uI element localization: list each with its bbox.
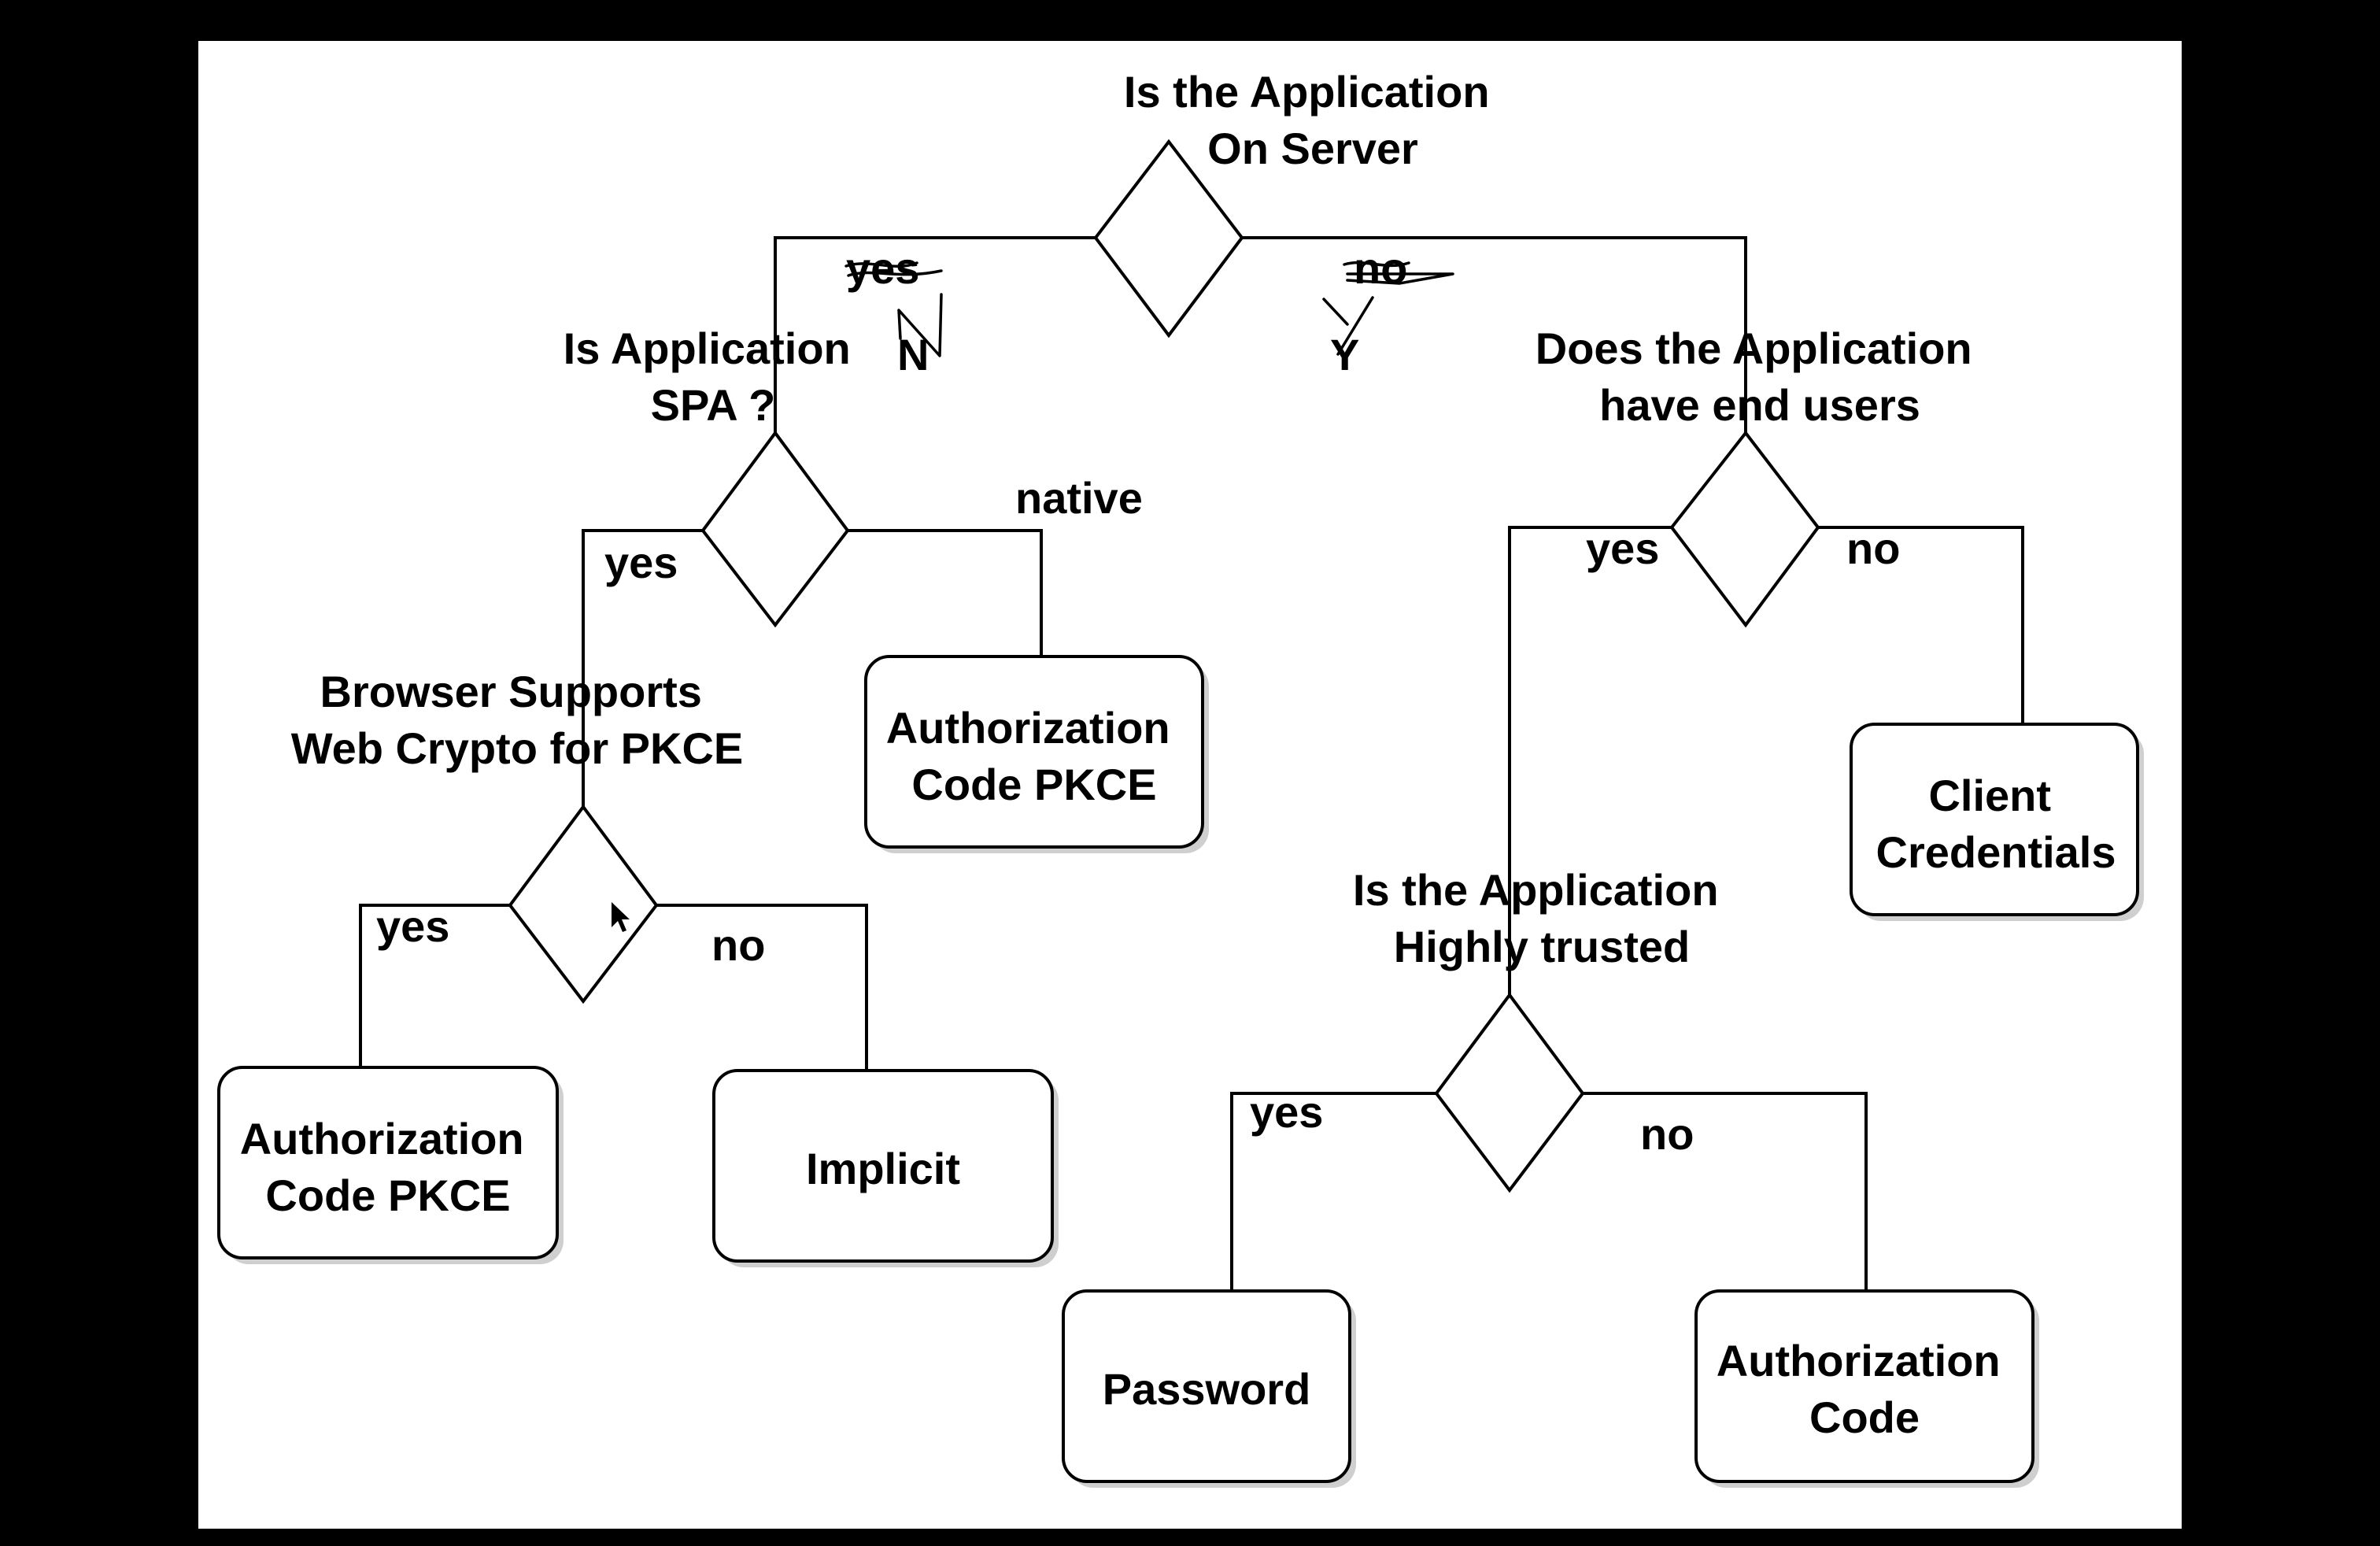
outcome-crypto-yes-result: Authorization Code PKCE <box>240 1114 536 1220</box>
box-password <box>1062 1289 1351 1483</box>
edge-crypto-no <box>656 904 868 1071</box>
edge-label-server-no-struck: no <box>1354 243 1407 293</box>
edge-label-trusted-no: no <box>1640 1109 1694 1159</box>
mouse-cursor-icon <box>612 902 630 932</box>
edge-users-no <box>1818 526 2024 724</box>
edge-label-users-yes: yes <box>1586 523 1659 573</box>
question-labels: Is the Application On Server Is Applicat… <box>291 67 1984 971</box>
edge-label-users-no: no <box>1846 523 1900 573</box>
edge-label-spa-yes: yes <box>604 538 678 587</box>
diamond-web-crypto <box>508 804 659 1004</box>
handwritten-n: N <box>897 330 929 379</box>
edge-trusted-yes <box>1230 1092 1436 1291</box>
diamond-on-server <box>1093 139 1244 338</box>
question-web-crypto: Browser Supports Web Crypto for PKCE <box>291 667 744 773</box>
edge-spa-native <box>848 529 1043 656</box>
edge-label-spa-native: native <box>1015 473 1143 523</box>
box-crypto-yes-result <box>217 1066 559 1259</box>
edge-label-server-yes-struck: yes <box>846 243 919 293</box>
decision-nodes <box>508 139 1820 1193</box>
outcome-client-credentials: Client Credentials <box>1876 771 2116 877</box>
edge-root-left <box>774 236 1096 433</box>
strike-no-scribble <box>1343 261 1454 285</box>
edge-crypto-yes <box>359 904 510 1067</box>
edges <box>359 236 2024 1291</box>
edge-label-crypto-no: no <box>711 920 765 970</box>
handwritten-y: Y <box>1330 330 1359 379</box>
edge-label-trusted-yes: yes <box>1250 1087 1323 1137</box>
outcome-authorization-code: Authorization Code <box>1717 1336 2012 1442</box>
handwritten-y-glyph <box>1322 296 1374 356</box>
outcome-labels: Authorization Code PKCE Client Credentia… <box>240 703 2116 1442</box>
outcome-nodes <box>217 655 2144 1488</box>
question-on-server: Is the Application On Server <box>1124 67 1502 173</box>
box-implicit <box>712 1069 1054 1263</box>
outcome-implicit: Implicit <box>806 1144 960 1193</box>
box-native-result <box>864 655 1204 849</box>
edge-spa-yes <box>582 529 703 807</box>
handwritten-n-glyph <box>897 293 943 357</box>
edge-root-right <box>1242 236 1747 433</box>
question-end-users: Does the Application have end users <box>1536 324 1984 430</box>
outcome-native-result: Authorization Code PKCE <box>886 703 1182 809</box>
question-highly-trusted: Is the Application Highly trusted <box>1353 865 1731 971</box>
edge-labels: yes no yes native yes no yes no yes no <box>376 243 1900 1159</box>
outcome-password: Password <box>1103 1364 1311 1414</box>
edge-label-crypto-yes: yes <box>376 901 449 951</box>
diamond-is-spa <box>700 430 850 628</box>
edge-users-yes <box>1508 526 1672 995</box>
box-authorization-code <box>1694 1289 2034 1483</box>
strike-yes-scribble <box>844 261 943 277</box>
diamond-highly-trusted <box>1434 992 1585 1193</box>
edge-trusted-no <box>1583 1092 1868 1291</box>
diamond-end-users <box>1669 430 1820 628</box>
box-client-credentials <box>1850 723 2139 916</box>
question-is-spa: Is Application SPA ? <box>564 324 863 430</box>
handwritten-marks: N Y <box>844 261 1454 379</box>
